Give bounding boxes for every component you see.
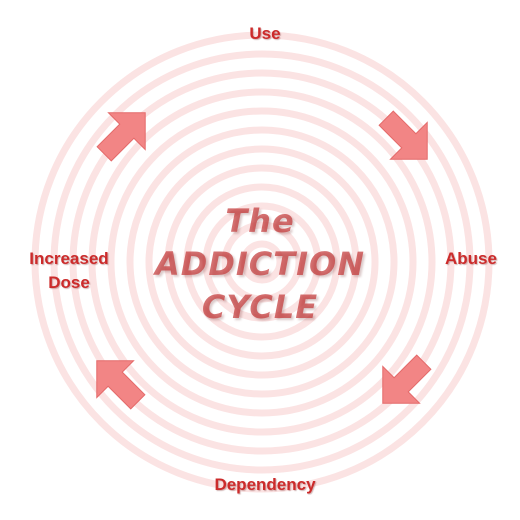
increased-dose-line-2: Dose [48, 273, 90, 292]
ring [107, 107, 417, 417]
cycle-arrows [96, 110, 432, 410]
ring [164, 164, 360, 360]
title-line-the: The [225, 202, 295, 240]
ring [145, 145, 379, 379]
title-line-cycle: CYCLE [201, 288, 319, 326]
ring [202, 202, 322, 322]
ring [240, 240, 284, 284]
stage-label-increased-dose: Increased Dose [4, 247, 134, 295]
ring [183, 183, 341, 341]
ring [88, 88, 436, 436]
cycle-title: The ADDICTION CYCLE [130, 200, 390, 329]
increased-dose-line-1: Increased [29, 249, 109, 268]
arrow-to-abuse-icon [378, 110, 428, 160]
ring [50, 50, 474, 474]
ring [221, 221, 303, 303]
title-line-addiction: ADDICTION [155, 245, 365, 283]
stage-label-dependency: Dependency [214, 475, 316, 494]
ring [31, 31, 493, 493]
stage-label-use: Use [249, 24, 281, 43]
arrow-to-dependency-icon [382, 354, 432, 404]
ring [126, 126, 398, 398]
arrow-to-use-icon [96, 112, 146, 162]
stage-label-abuse: Abuse [445, 249, 497, 268]
ring [69, 69, 455, 455]
concentric-rings [31, 31, 493, 493]
arrow-to-increased-dose-icon [96, 360, 146, 410]
